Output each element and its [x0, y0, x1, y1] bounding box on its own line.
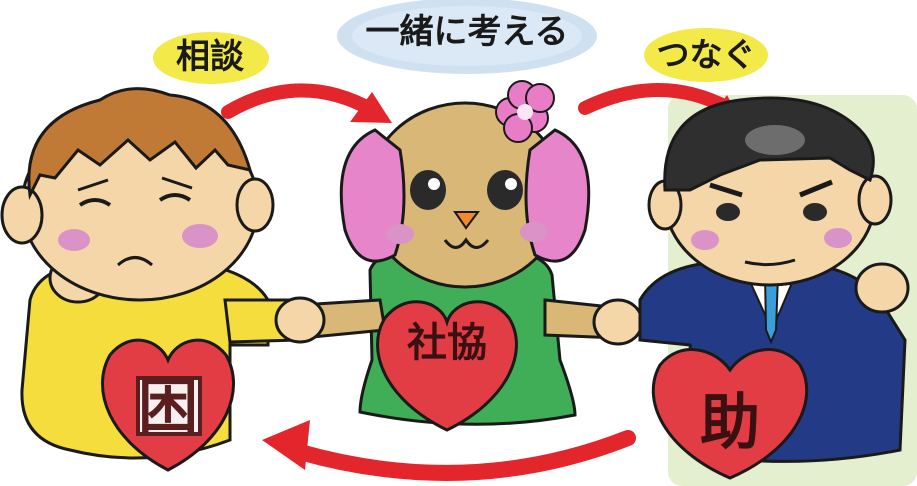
arrow-return — [262, 420, 636, 481]
heart-help — [651, 348, 809, 480]
together-label: 一緒に考える — [365, 12, 569, 52]
arrow-consult — [221, 83, 392, 123]
connect-highlight — [644, 28, 768, 82]
help-character: 助 — [700, 388, 760, 458]
consult-highlight — [153, 32, 269, 84]
shakyo-character: 社協 — [407, 320, 487, 366]
consult-label: 相談 — [176, 37, 244, 77]
trouble-character: 困 — [138, 372, 198, 442]
heart-shakyo — [376, 300, 518, 432]
flower-icon — [495, 80, 555, 143]
connect-label: つなぐ — [656, 35, 756, 74]
troubled-boy — [0, 87, 307, 460]
